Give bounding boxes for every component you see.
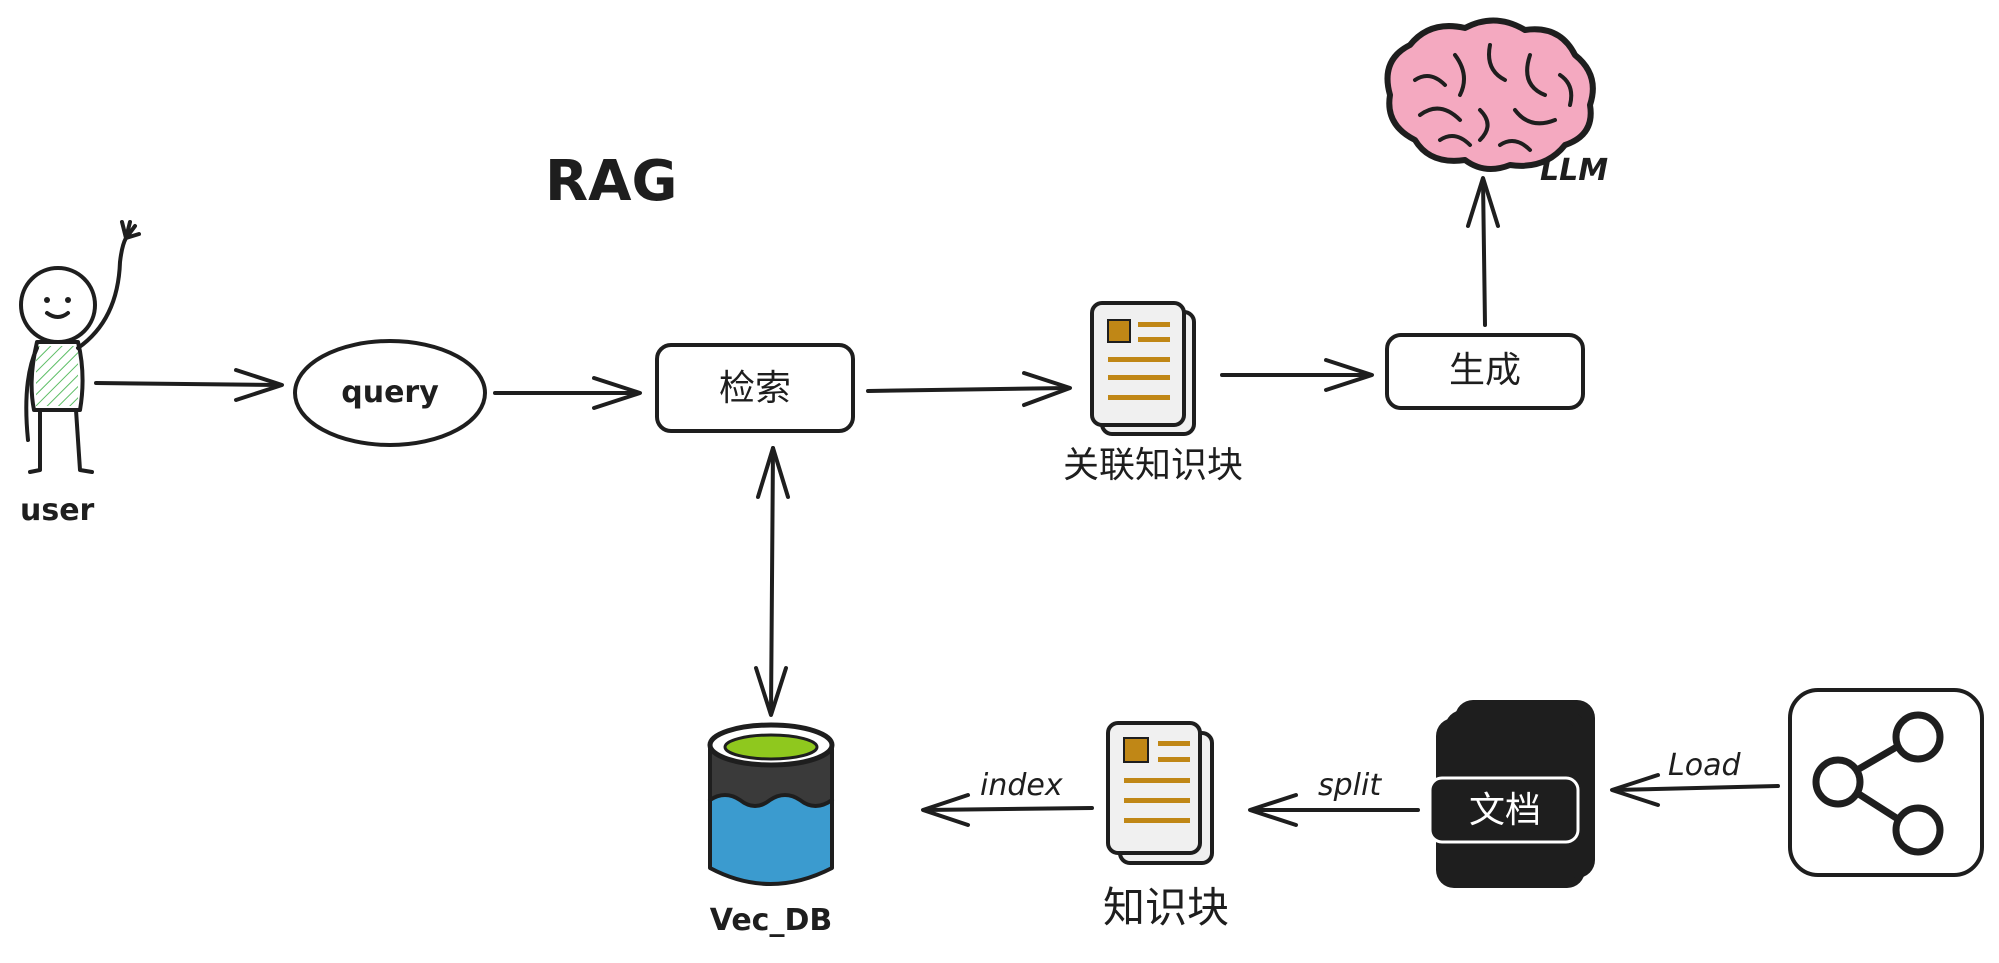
load-edge-label: Load xyxy=(1668,748,1741,783)
arrow-source-to-docs xyxy=(1610,773,1780,807)
generate-node xyxy=(1385,333,1585,410)
arrow-retrieve-to-chunks xyxy=(866,371,1072,407)
arrow-query-to-retrieve xyxy=(493,376,642,410)
source-node xyxy=(1788,688,1984,877)
diagram-title: RAG xyxy=(545,149,677,214)
arrow-docs-to-chunks xyxy=(1248,793,1420,827)
docs-label: 文档 xyxy=(1469,790,1541,831)
retrieve-label: 检索 xyxy=(719,368,791,409)
share-icon xyxy=(1812,711,1944,856)
arrow-user-to-query xyxy=(94,368,284,402)
arrow-chunks-to-generate xyxy=(1220,358,1374,392)
arrow-retrieve-vecdb xyxy=(754,446,790,717)
vec-db-label: Vec_DB xyxy=(710,903,832,938)
index-edge-label: index xyxy=(980,768,1063,803)
arrow-generate-to-llm xyxy=(1466,176,1500,327)
llm-label: LLM xyxy=(1540,153,1608,188)
chunks-label: 知识块 xyxy=(1103,883,1229,932)
query-label: query xyxy=(341,375,439,410)
user-figure xyxy=(19,220,141,474)
llm-brain-icon xyxy=(1384,17,1596,172)
related-chunks-doc-icon xyxy=(1090,301,1196,436)
vec-db-icon xyxy=(707,722,835,886)
user-label: user xyxy=(20,493,95,528)
generate-label: 生成 xyxy=(1449,350,1521,391)
chunks-doc-icon xyxy=(1106,721,1214,865)
split-edge-label: split xyxy=(1318,768,1382,803)
query-node xyxy=(293,339,487,447)
related-chunks-label: 关联知识块 xyxy=(1063,445,1243,486)
retrieve-node xyxy=(655,343,855,433)
docs-stack-icon xyxy=(1428,700,1595,888)
arrow-chunks-to-vecdb xyxy=(921,793,1094,827)
